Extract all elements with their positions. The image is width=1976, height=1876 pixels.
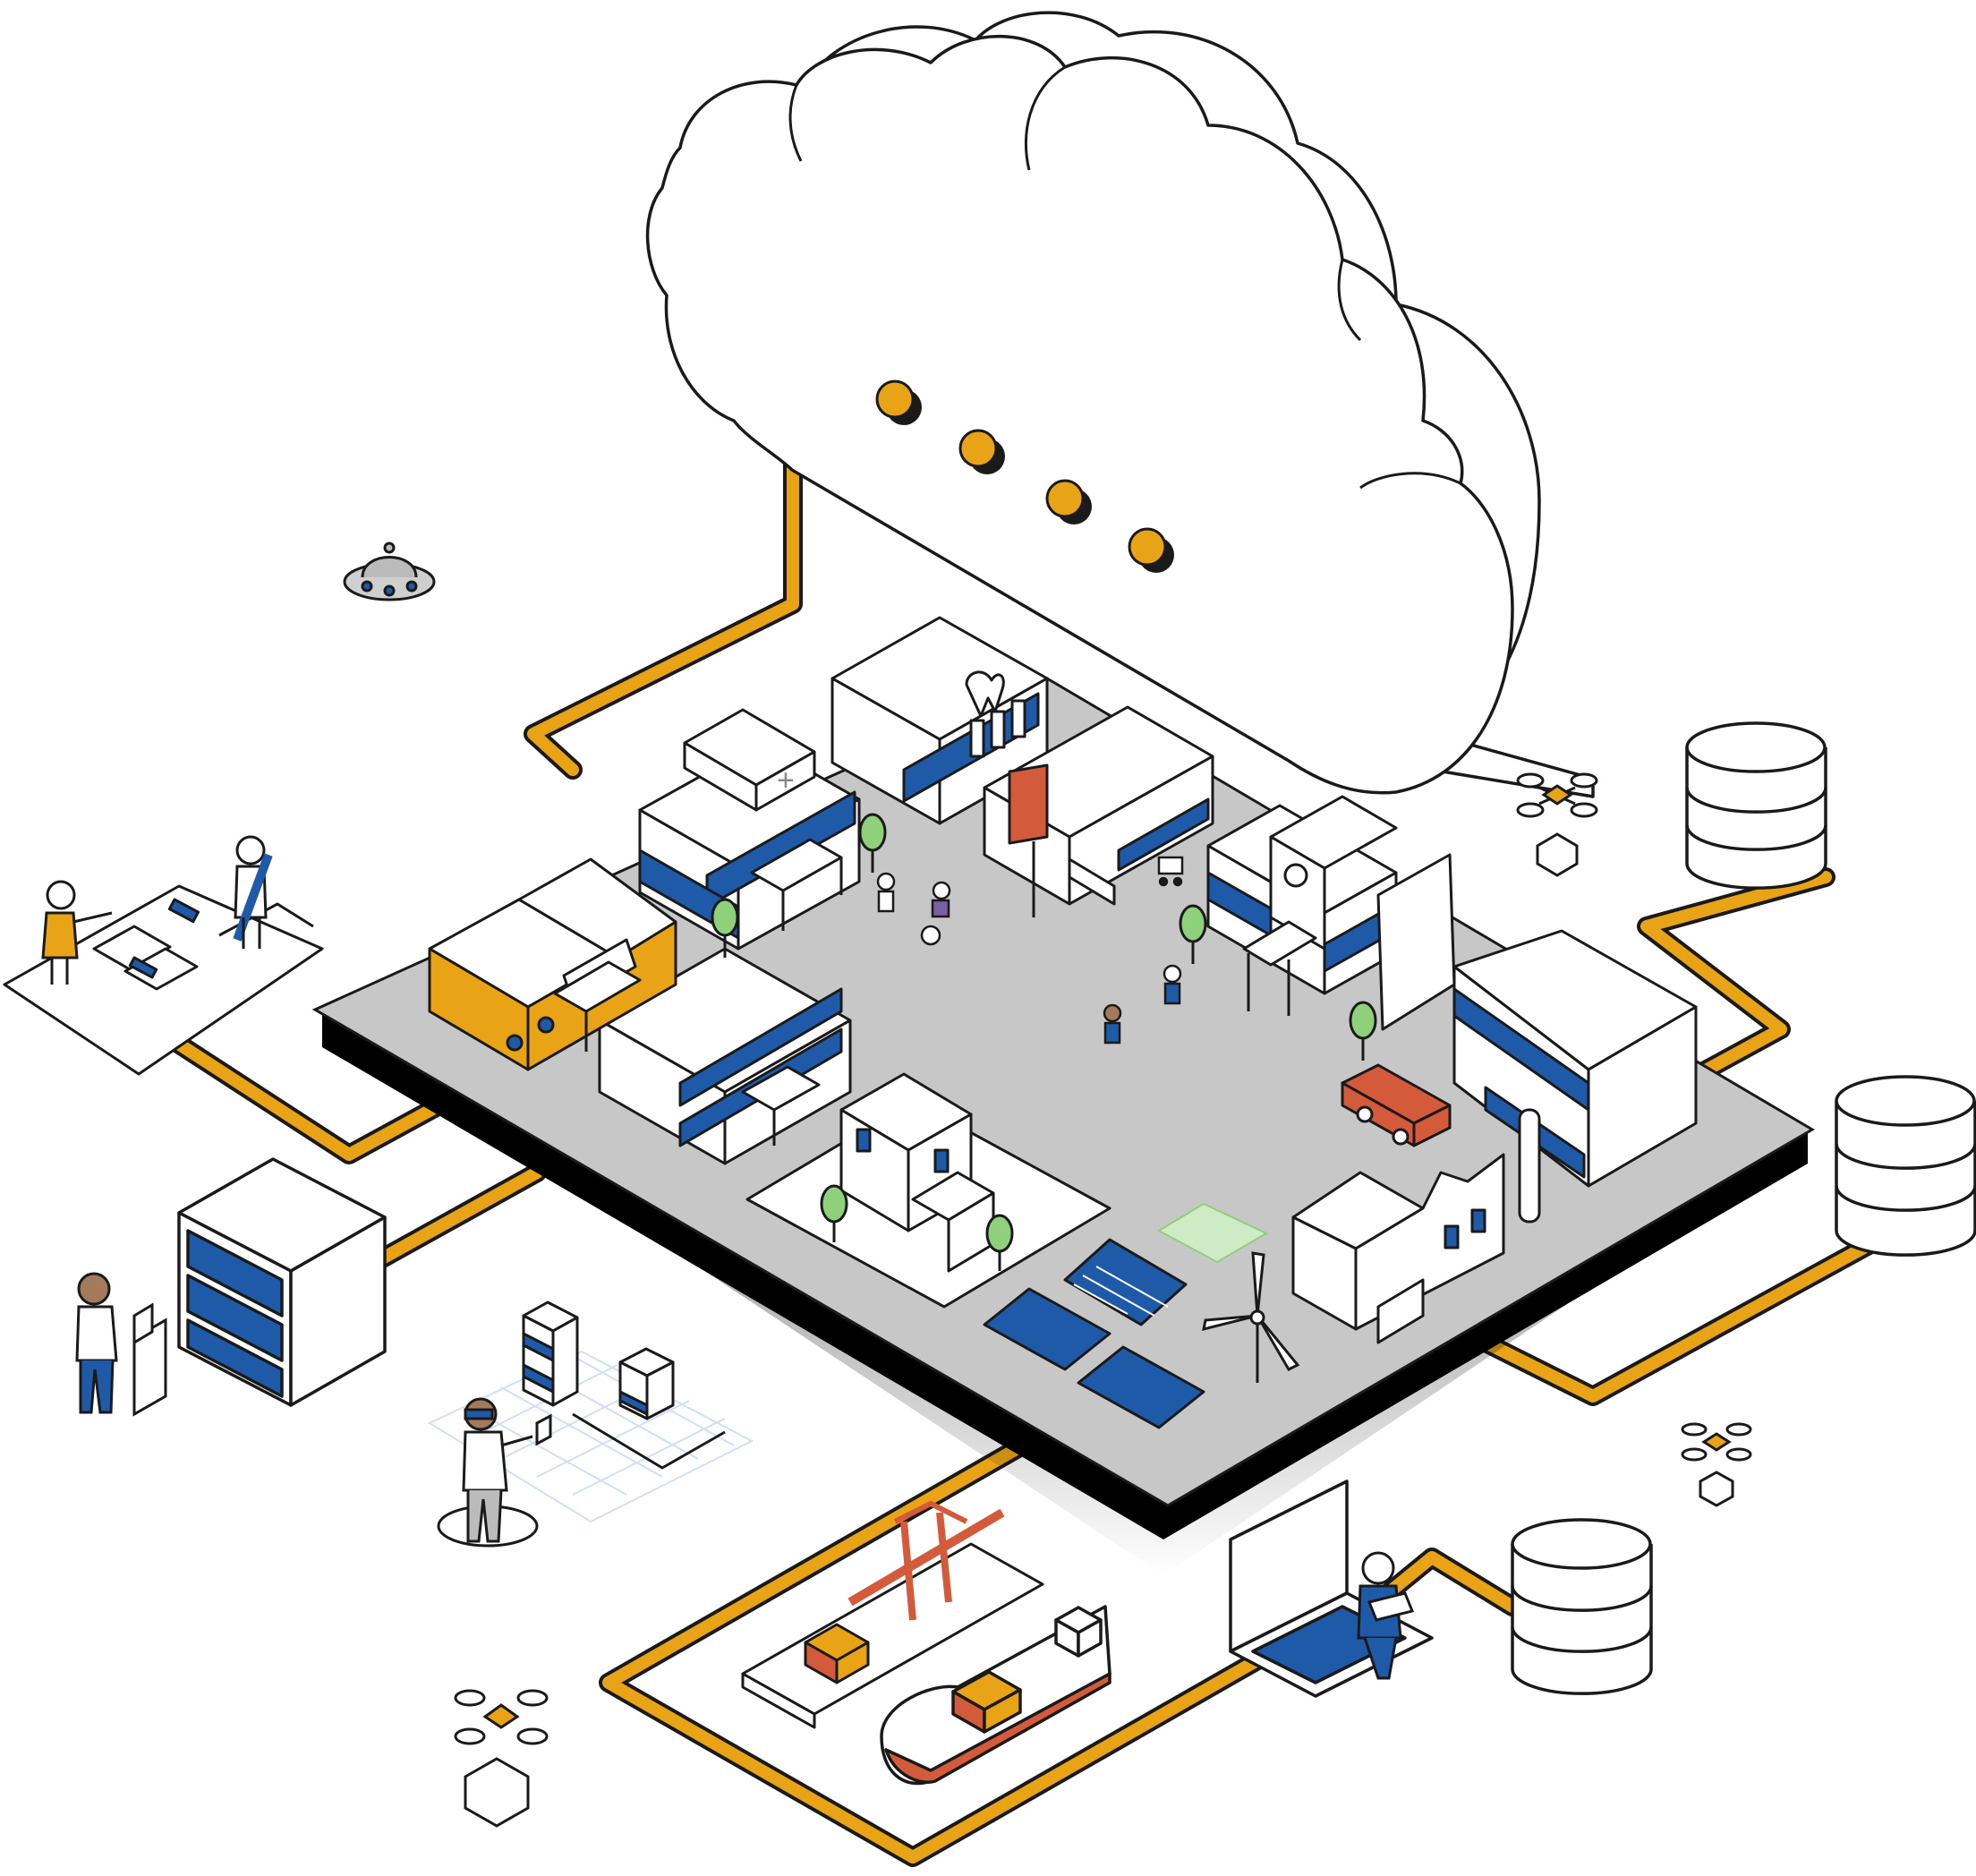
medical-cross-icon: + <box>777 763 795 797</box>
wind-turbine-icon <box>1202 1251 1300 1383</box>
wheelchair-user-icon <box>920 881 951 946</box>
person-icon <box>1103 1003 1122 1045</box>
shopping-cart-icon <box>1157 856 1184 887</box>
vr-headset-user <box>437 1397 552 1548</box>
building-old-station <box>428 857 677 1071</box>
trees <box>711 813 1377 1271</box>
building-office-east <box>1452 929 1698 1188</box>
person-with-ruler <box>233 835 273 949</box>
solar-panel-icon <box>1077 1345 1205 1429</box>
person-icon <box>876 872 896 913</box>
server-slot <box>186 1318 284 1398</box>
building-town-hall <box>1206 795 1456 1031</box>
cargo-ship-icon <box>880 1605 1112 1786</box>
container-crane <box>847 1500 1005 1621</box>
tree-icon <box>1349 1001 1377 1061</box>
digital-twin-models <box>522 1300 726 1470</box>
fire-truck <box>1341 1063 1452 1147</box>
tree-icon <box>820 1184 848 1242</box>
tree-icon <box>985 1214 1014 1271</box>
clock-icon <box>1283 863 1308 888</box>
person-with-laptop <box>1357 1551 1415 1680</box>
shipping-container-stack <box>804 1623 870 1684</box>
database-icon <box>1511 1518 1653 1695</box>
tooth-icon <box>965 670 1005 718</box>
drone-icon <box>1681 1422 1752 1507</box>
building-shop <box>983 705 1214 917</box>
server-slot <box>186 1274 284 1362</box>
database-icon <box>1685 721 1827 890</box>
building-house <box>745 1072 1112 1309</box>
green-plot <box>1156 1202 1269 1264</box>
drone-icon <box>454 1689 549 1828</box>
building-factory <box>1291 1108 1541 1344</box>
person-at-terminal <box>75 1272 167 1417</box>
person-architect <box>41 880 113 985</box>
cloud-status-dots <box>875 379 1174 573</box>
building-hospital: + <box>638 708 861 951</box>
solar-panel-icon <box>983 1287 1112 1371</box>
pedestrians <box>876 856 1184 1045</box>
cloud-icon <box>645 11 1595 798</box>
tree-icon <box>858 813 887 873</box>
tree-icon <box>1179 904 1207 964</box>
ufo-icon <box>343 541 436 601</box>
server-rack-icon <box>177 1157 387 1407</box>
database-icon <box>1835 1075 1976 1257</box>
solar-panels <box>983 1238 1205 1429</box>
drone-icon <box>1516 772 1598 877</box>
tree-icon <box>711 898 739 958</box>
server-slot <box>186 1229 284 1317</box>
building-dental-clinic <box>830 616 1049 825</box>
person-icon <box>1163 964 1182 1005</box>
